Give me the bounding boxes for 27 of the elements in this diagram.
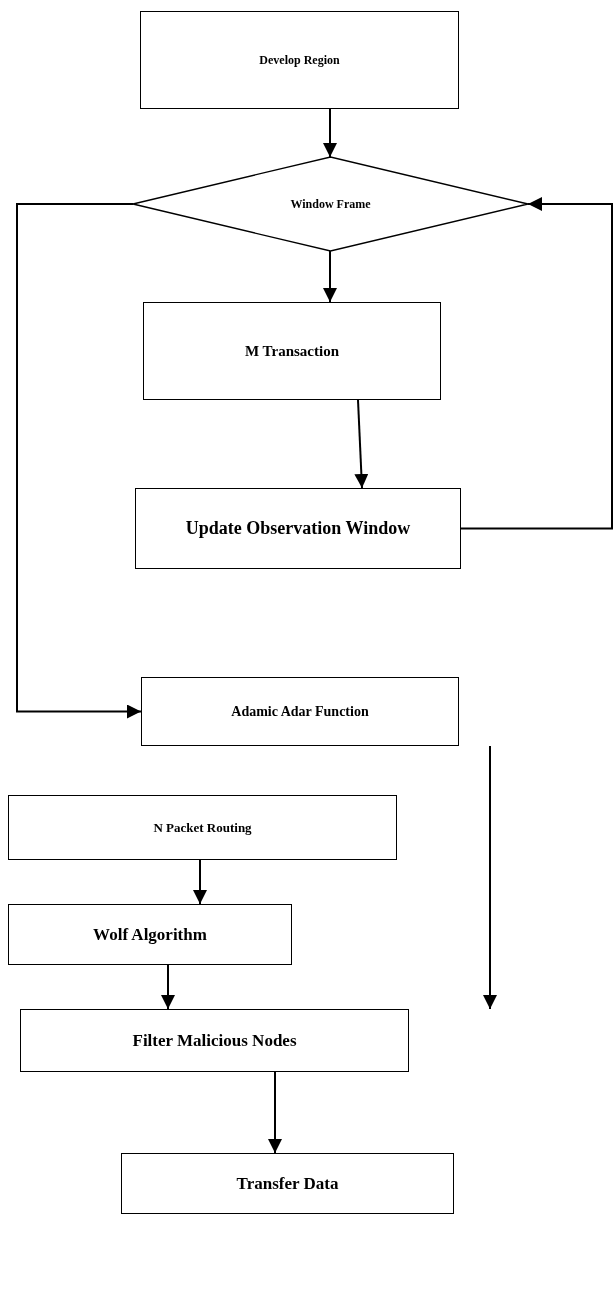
arrow [268,1071,282,1154]
arrow [323,250,337,303]
process-box [20,1009,409,1072]
process-box [135,488,461,569]
node-label: Adamic Adar Function [231,703,369,720]
node-label: Develop Region [259,52,340,68]
arrow [483,745,497,1010]
node-label: M Transaction [245,342,339,360]
node-label: N Packet Routing [153,819,252,836]
process-box [8,795,397,860]
process-box [121,1153,454,1214]
node-label: Update Observation Window [185,518,411,539]
node-label: Wolf Algorithm [93,924,207,945]
node-label: Transfer Data [236,1173,339,1194]
decision-diamond [133,157,528,251]
process-box [140,11,459,109]
arrow [161,964,175,1010]
process-box [141,677,459,746]
arrow [354,399,369,489]
process-box [143,302,441,400]
arrow [16,203,142,719]
arrow [460,197,613,530]
process-box [8,904,292,965]
node-label: Filter Malicious Nodes [132,1030,297,1051]
arrow [323,108,337,158]
node-label: Window Frame [290,196,371,212]
arrow [193,859,207,905]
